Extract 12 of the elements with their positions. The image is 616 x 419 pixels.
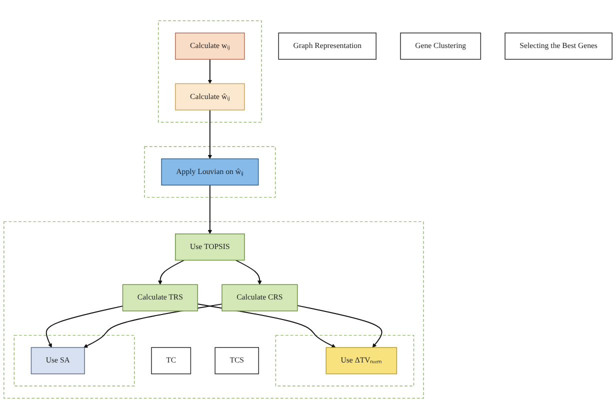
cluster xyxy=(144,146,276,198)
arrow xyxy=(158,260,185,285)
arrow xyxy=(208,58,212,84)
cluster xyxy=(158,20,262,123)
arrow xyxy=(46,306,124,348)
cluster xyxy=(275,334,414,386)
arrow xyxy=(208,184,212,234)
arrow xyxy=(235,260,262,285)
cluster xyxy=(14,334,135,386)
arrow xyxy=(296,305,382,348)
cluster xyxy=(4,221,424,399)
arrow xyxy=(208,110,212,159)
